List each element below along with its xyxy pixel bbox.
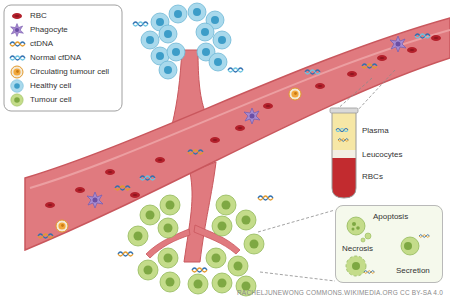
healthy-cell bbox=[141, 31, 159, 49]
zoom-line bbox=[258, 210, 335, 281]
healthy-cell bbox=[188, 3, 206, 21]
tumour-cell bbox=[228, 256, 248, 276]
phagocyte-icon bbox=[11, 24, 24, 37]
apoptosis-cell bbox=[347, 217, 371, 242]
tumour-cell-icon bbox=[11, 94, 23, 106]
blood-vessel bbox=[25, 18, 450, 250]
ctdna bbox=[192, 268, 207, 272]
circulating-tumour-cell bbox=[56, 220, 68, 232]
rbc bbox=[431, 35, 441, 41]
tumour-cell bbox=[140, 205, 160, 225]
rbc bbox=[315, 83, 325, 89]
tumour-cell bbox=[158, 218, 178, 238]
zoom-line bbox=[334, 70, 395, 112]
ctc-icon bbox=[11, 66, 23, 78]
ctdna-icon bbox=[10, 42, 25, 46]
tumour-cell bbox=[188, 274, 208, 294]
legend-text: Circulating tumour cell bbox=[30, 67, 109, 76]
rbc bbox=[130, 192, 140, 198]
legend-text: Phagocyte bbox=[30, 25, 68, 34]
healthy-cell bbox=[159, 25, 177, 43]
healthy-cell-icon bbox=[11, 80, 24, 93]
rbc bbox=[105, 169, 115, 175]
tube-cap bbox=[330, 108, 358, 113]
ctdna bbox=[115, 186, 130, 190]
tumour-cell bbox=[160, 272, 180, 292]
phagocyte bbox=[244, 108, 260, 124]
process-label: Necrosis bbox=[342, 244, 373, 253]
tumour-cell bbox=[160, 195, 180, 215]
rbc bbox=[210, 137, 220, 143]
rbc bbox=[45, 202, 55, 208]
rbc bbox=[235, 125, 245, 131]
healthy-cell bbox=[159, 61, 177, 79]
blood-tube bbox=[330, 110, 360, 200]
layer-label: RBCs bbox=[362, 172, 383, 181]
rbc bbox=[407, 47, 417, 53]
rbc bbox=[155, 157, 165, 163]
watermark: RACHELJUNEWONG COMMONS.WIKIMEDIA.ORG CC … bbox=[237, 289, 443, 296]
ctdna bbox=[362, 64, 377, 68]
secretion-cell bbox=[401, 235, 430, 255]
tumour-cell bbox=[212, 216, 232, 236]
inset-box: ApoptosisNecrosisSecretion bbox=[335, 205, 443, 283]
vessel-highlight bbox=[30, 30, 450, 188]
tumour-cell bbox=[212, 273, 232, 293]
cfdna bbox=[228, 68, 243, 72]
rbc bbox=[75, 187, 85, 193]
tumour-cell bbox=[206, 248, 226, 268]
tube-outline bbox=[332, 112, 356, 198]
ctdna bbox=[258, 196, 273, 200]
legend-text: Normal cfDNA bbox=[30, 53, 81, 62]
layer-label: Plasma bbox=[362, 126, 389, 135]
cfdna-icon bbox=[10, 56, 25, 60]
rbc bbox=[347, 71, 357, 77]
phagocyte bbox=[390, 36, 406, 52]
rbc bbox=[377, 55, 387, 61]
legend-frame bbox=[4, 5, 122, 111]
ctdna bbox=[118, 252, 133, 256]
legend-text: Healthy cell bbox=[30, 81, 71, 90]
tumour-cell bbox=[138, 260, 158, 280]
healthy-cell bbox=[169, 5, 187, 23]
cfdna bbox=[133, 22, 148, 26]
cfdna bbox=[336, 128, 348, 131]
cfdna bbox=[140, 176, 155, 180]
process-label: Secretion bbox=[396, 266, 430, 275]
ctdna bbox=[188, 150, 203, 154]
necrosis-cell bbox=[346, 256, 375, 276]
healthy-cell bbox=[213, 31, 231, 49]
inset-ground bbox=[335, 205, 443, 283]
legend-text: Tumour cell bbox=[30, 95, 72, 104]
tumour-cell bbox=[236, 210, 256, 230]
cfdna bbox=[415, 34, 430, 38]
ctdna bbox=[38, 234, 53, 238]
healthy-cell bbox=[209, 53, 227, 71]
healthy-cell bbox=[196, 23, 214, 41]
tumour-cell bbox=[128, 226, 148, 246]
process-label: Apoptosis bbox=[373, 212, 408, 221]
tumour-cell bbox=[244, 234, 264, 254]
legend-text: ctDNA bbox=[30, 39, 53, 48]
circulating-tumour-cell bbox=[289, 88, 301, 100]
phagocyte bbox=[87, 192, 103, 208]
layer-label: Leucocytes bbox=[362, 150, 402, 159]
rbc-icon bbox=[12, 13, 22, 19]
ctdna bbox=[338, 139, 349, 142]
vessel-branch bbox=[184, 162, 216, 262]
rbc bbox=[263, 103, 273, 109]
healthy-cell bbox=[167, 43, 185, 61]
tumour-cell bbox=[158, 248, 178, 268]
cfdna bbox=[305, 70, 320, 74]
tumour-cell bbox=[216, 195, 236, 215]
legend-text: RBC bbox=[30, 11, 47, 20]
